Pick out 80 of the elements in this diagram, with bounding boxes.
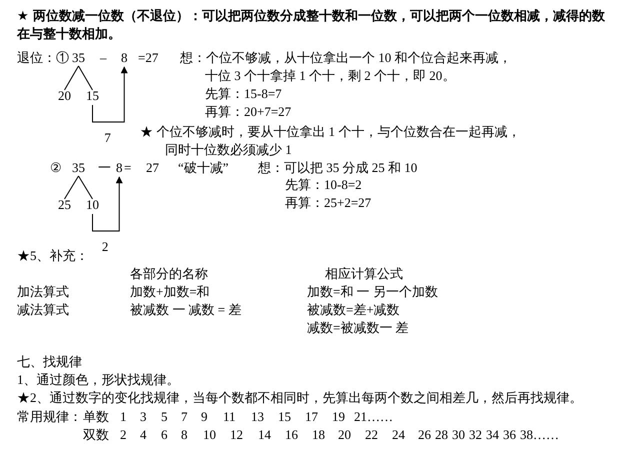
text-line: 被减数 一 减数 = 差: [130, 302, 242, 318]
number-label: 11: [223, 409, 236, 425]
text-line: 27: [146, 160, 159, 176]
text-line: 一: [98, 160, 111, 176]
edge-label: 2: [102, 239, 108, 255]
number-label: 8: [181, 427, 188, 443]
text-line: 退位：①: [17, 50, 69, 66]
text-line: 单数: [83, 409, 109, 425]
text-line: ②: [50, 160, 62, 176]
number-label: 2: [120, 427, 126, 443]
number-label: 25: [58, 197, 71, 213]
number-label: 35: [72, 50, 85, 66]
number-label: 24: [392, 427, 405, 443]
split-line: [78, 66, 93, 90]
number-label: 38……: [520, 427, 559, 443]
number-label: 双数: [83, 427, 109, 443]
number-label: 8: [121, 50, 128, 66]
text-line: 减数=被减数一 差: [307, 320, 409, 336]
text-line: ★5、补充：: [17, 248, 88, 264]
text-line: 想：个位不够减，从十位拿出一个 10 和个位合起来再减，: [180, 50, 512, 66]
number-label: 4: [140, 427, 146, 443]
number-label: 36: [503, 427, 516, 443]
number-label: 28: [435, 427, 448, 443]
number-label: 13: [251, 409, 264, 425]
text-line: 减法算式: [17, 302, 69, 318]
text-line: 被减数=差+减数: [307, 302, 400, 318]
text-line: 常用规律：: [17, 409, 82, 425]
number-label: 3: [140, 409, 146, 425]
text-line: =27: [138, 50, 158, 66]
number-label: 10: [86, 197, 99, 213]
number-label: 15: [86, 88, 99, 104]
text-line: ★ 个位不够减时，要从十位拿出 1 个十，与个位数合在一起再减，: [140, 124, 520, 140]
number-label: 16: [285, 427, 298, 443]
text-line: 先算：15-8=7: [205, 86, 282, 102]
text-line: 加数+加数=和: [130, 284, 210, 300]
number-label: 5: [161, 409, 168, 425]
number-label: 26: [418, 427, 431, 443]
number-label: 35: [72, 160, 85, 176]
number-label: 21……: [354, 409, 393, 425]
text-line: 再算：25+2=27: [285, 195, 372, 211]
text-line: 1、通过颜色，形状找规律。: [17, 372, 180, 388]
number-label: 6: [161, 427, 168, 443]
arrow: [92, 66, 128, 122]
column-heading: 相应计算公式: [325, 266, 403, 282]
number-label: 1: [120, 409, 126, 425]
split-line: [64, 176, 79, 200]
column-heading: 各部分的名称: [130, 266, 208, 282]
text-line: 加法算式: [17, 284, 69, 300]
number-label: 15: [278, 409, 291, 425]
text-line: 想：可以把 35 分成 25 和 10: [258, 160, 418, 176]
number-label: 32: [469, 427, 482, 443]
number-label: 34: [486, 427, 499, 443]
number-label: 18: [312, 427, 325, 443]
arrow: [92, 176, 123, 232]
text-line: –: [100, 50, 106, 66]
number-label: 20: [58, 88, 71, 104]
text-line: =: [124, 160, 132, 176]
section-heading: 七、找规律: [17, 354, 82, 370]
text-line: 十位 3 个十拿掉 1 个十，剩 2 个十，即 20。: [205, 68, 456, 84]
text-line: 同时十位数必须减少 1: [165, 142, 292, 158]
text-line: “破十减”: [178, 160, 229, 176]
split-line: [78, 176, 93, 200]
number-label: 17: [305, 409, 318, 425]
number-label: 22: [365, 427, 378, 443]
number-label: 8: [116, 160, 122, 176]
number-label: 20: [338, 427, 351, 443]
text-line: 加数=和 一 另一个加数: [307, 284, 438, 300]
number-label: 30: [452, 427, 465, 443]
number-label: 14: [258, 427, 271, 443]
text-line: 再算：20+7=27: [205, 104, 292, 120]
text-line: 先算：10-8=2: [285, 177, 362, 193]
edge-label: 7: [104, 130, 111, 146]
text-line: ★2、通过数字的变化找规律，当每个数都不相同时，先算出每两个数之间相差几，然后再找规律。: [17, 390, 582, 406]
number-label: 7: [181, 409, 188, 425]
number-label: 12: [230, 427, 243, 443]
split-line: [64, 66, 79, 90]
heading-text: ★ 两位数减一位数（不退位）：可以把两位数分成整十数和一位数，可以把两个一位数相减，减得的数在与整十数相加。: [17, 8, 606, 44]
number-label: 9: [201, 409, 208, 425]
number-label: 19: [332, 409, 345, 425]
number-label: 10: [203, 427, 216, 443]
